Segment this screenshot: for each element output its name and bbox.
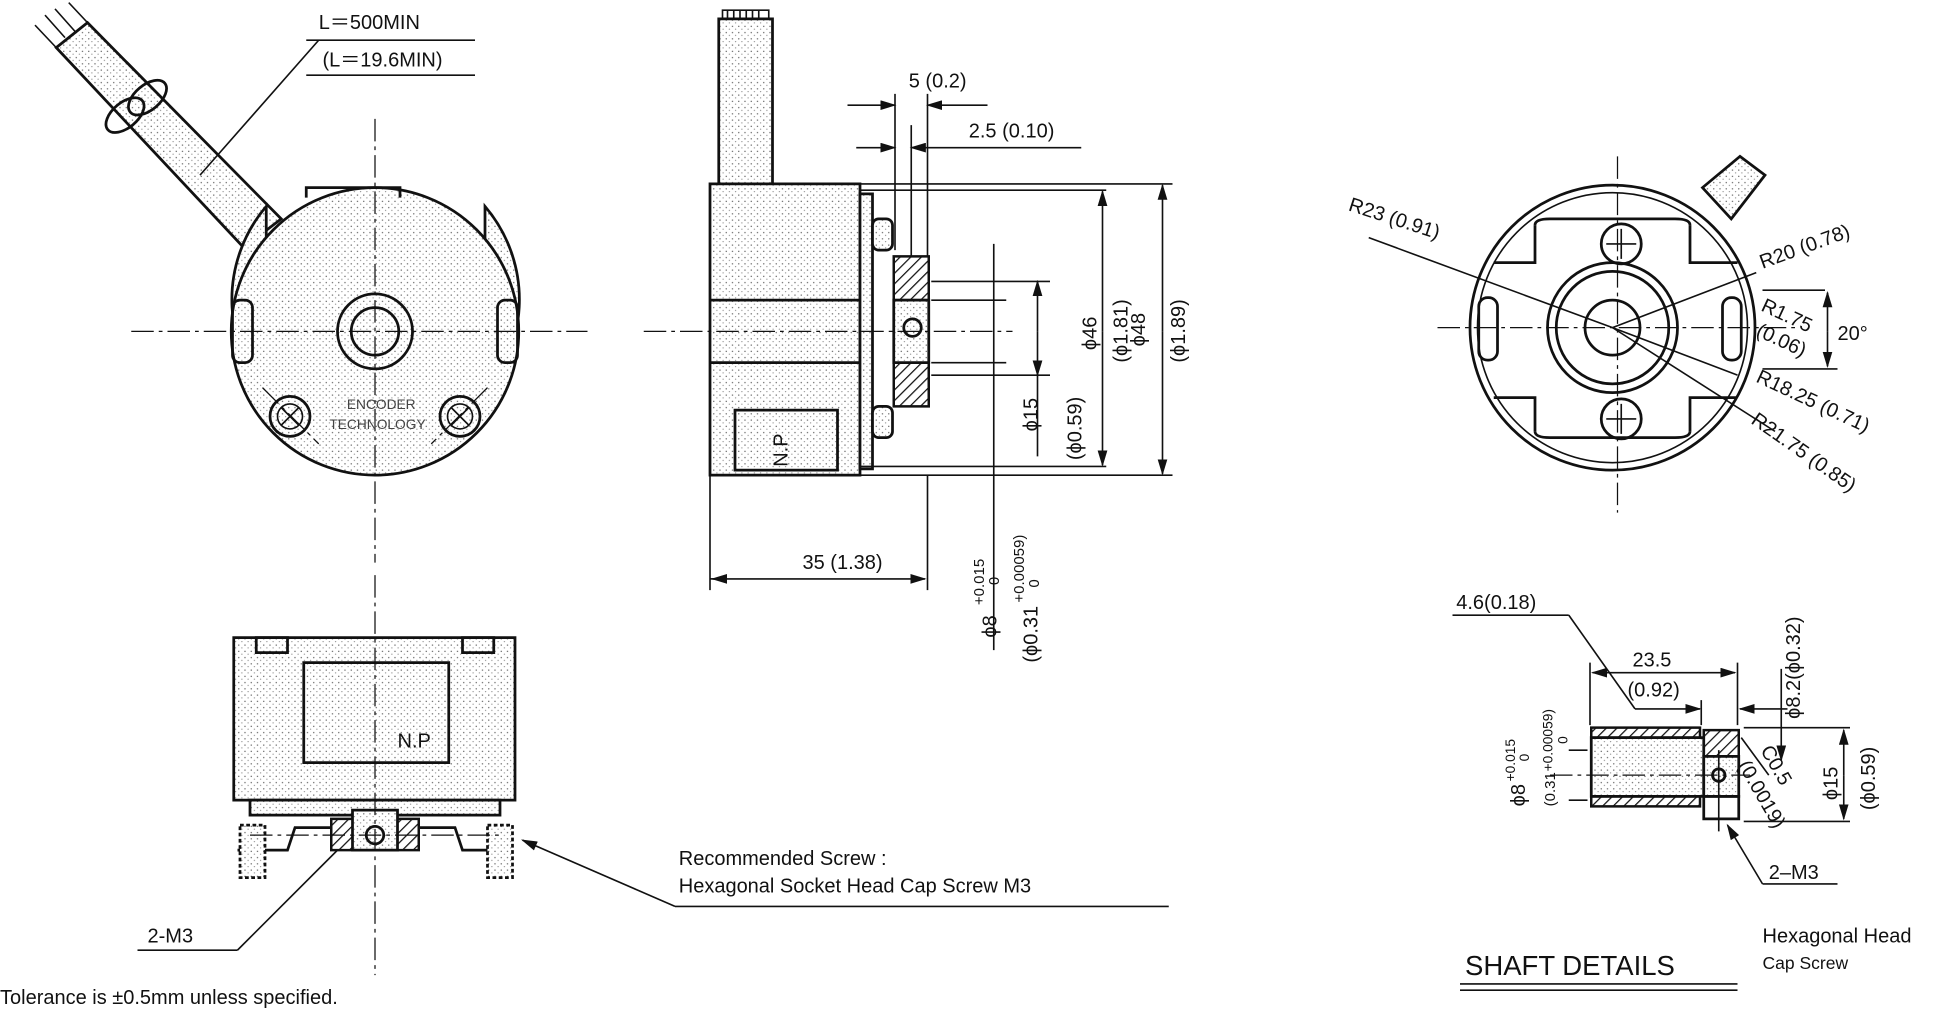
- cable: [717, 17, 774, 187]
- svg-text:+0.015: +0.015: [1503, 739, 1518, 782]
- svg-text:0: 0: [1026, 579, 1043, 587]
- r23-label: R23 (0.91): [1346, 194, 1443, 244]
- rear-view: R23 (0.91) R20 (0.78) R1.75 (0.06) 20° R…: [1346, 154, 1873, 513]
- dim-23-5-inch-label: (0.92): [1628, 679, 1680, 701]
- nameplate-label: N.P: [398, 731, 431, 753]
- nameplate-label: N.P: [771, 433, 793, 466]
- logo-text: ENCODER: [347, 397, 416, 412]
- dim-23-5-label: 23.5: [1633, 649, 1672, 671]
- dia-15-inch-label: (ϕ0.59): [1064, 397, 1086, 460]
- dia-46-inch-label: (ϕ1.81): [1111, 299, 1133, 362]
- svg-text:(ϕ0.31: (ϕ0.31: [1021, 606, 1043, 663]
- cable: [34, 2, 284, 250]
- side-view: N.P 5 (0.2) 2.5 (0.10) 35 (1.38) ϕ8 +0.0…: [643, 9, 1190, 663]
- dia-15-inch-label: (ϕ0.59): [1858, 747, 1880, 810]
- tolerance-note: Tolerance is ±0.5mm unless specified.: [0, 987, 338, 1009]
- svg-text:0: 0: [1556, 736, 1571, 744]
- svg-text:(0.31: (0.31: [1542, 772, 1559, 806]
- shaft-tolerance-label: ϕ8 +0.015 0 (ϕ0.31 +0.00059) 0: [971, 535, 1043, 663]
- cable-length-inch-label: (L＝19.6MIN): [323, 49, 443, 71]
- screw-note: Cap Screw: [1763, 953, 1849, 973]
- dia-46-label: ϕ46: [1079, 317, 1101, 350]
- svg-text:+0.00059): +0.00059): [1541, 709, 1556, 771]
- leader-line: [199, 39, 320, 176]
- dim-4-6-label: 4.6(0.18): [1456, 592, 1536, 614]
- recommended-screw-label: Hexagonal Socket Head Cap Screw M3: [679, 876, 1031, 898]
- screw-icon: [438, 395, 482, 438]
- screw-label: 2-M3: [148, 926, 194, 948]
- screw-icon: [1599, 397, 1643, 441]
- dia-48-label: ϕ48: [1128, 313, 1150, 346]
- dim-2-5-label: 2.5 (0.10): [969, 121, 1055, 143]
- screw-label: 2–M3: [1769, 862, 1819, 884]
- angle-label: 20°: [1838, 323, 1868, 345]
- cable-length-label: L＝500MIN: [319, 12, 420, 34]
- dia-8-2-label: ϕ8.2(ϕ0.32): [1783, 616, 1805, 718]
- screw-icon: [268, 395, 312, 438]
- r20-label: R20 (0.78): [1757, 221, 1853, 274]
- dim-35-label: 35 (1.38): [803, 552, 883, 574]
- shaft-details: 4.6(0.18) 23.5 (0.92) ϕ8.2(ϕ0.32) ϕ15 (ϕ…: [1452, 592, 1912, 991]
- shaft-coupling: [892, 255, 930, 302]
- dia-15-label: ϕ15: [1021, 398, 1043, 431]
- shaft-details-title: SHAFT DETAILS: [1465, 950, 1675, 981]
- cable: [1700, 154, 1767, 222]
- svg-text:ϕ8: ϕ8: [979, 615, 1001, 637]
- svg-text:0: 0: [1517, 753, 1532, 761]
- svg-text:+0.00059): +0.00059): [1011, 535, 1028, 603]
- screw-note: Hexagonal Head: [1763, 926, 1912, 948]
- svg-text:ϕ8: ϕ8: [1508, 784, 1530, 806]
- front-view: L＝500MIN (L＝19.6MIN) ENCODER TECHNOLOGY: [34, 2, 588, 563]
- recommended-screw-label: Recommended Screw :: [679, 848, 887, 870]
- dim-5-label: 5 (0.2): [909, 71, 967, 93]
- dia-48-inch-label: (ϕ1.89): [1168, 299, 1190, 362]
- dia-15-label: ϕ15: [1821, 767, 1843, 800]
- logo-text: TECHNOLOGY: [329, 417, 425, 432]
- svg-text:+0.015: +0.015: [971, 559, 988, 605]
- bore-tolerance-label: ϕ8 +0.015 0 (0.31 +0.00059) 0: [1503, 709, 1571, 806]
- bottom-view: N.P 2-M3 Recommended Screw : Hexagonal S…: [137, 575, 1169, 976]
- screw-icon: [1599, 222, 1643, 266]
